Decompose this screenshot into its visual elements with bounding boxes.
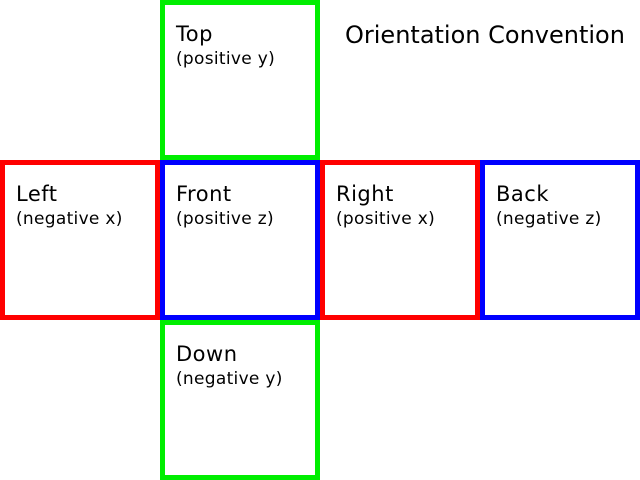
- face-down: Down (negative y): [160, 320, 320, 480]
- diagram-title: Orientation Convention: [345, 21, 625, 49]
- face-back-axis: (negative z): [496, 209, 602, 229]
- face-top-name: Top: [176, 22, 213, 46]
- face-top: Top (positive y): [160, 0, 320, 160]
- face-front-axis: (positive z): [176, 209, 274, 229]
- face-front: Front (positive z): [160, 160, 320, 320]
- face-right: Right (positive x): [320, 160, 480, 320]
- face-left: Left (negative x): [0, 160, 160, 320]
- face-back: Back (negative z): [480, 160, 640, 320]
- face-right-axis: (positive x): [336, 209, 436, 229]
- face-left-name: Left: [16, 182, 58, 206]
- face-left-axis: (negative x): [16, 209, 123, 229]
- face-down-axis: (negative y): [176, 369, 283, 389]
- face-front-name: Front: [176, 182, 232, 206]
- face-back-name: Back: [496, 182, 549, 206]
- face-right-name: Right: [336, 182, 394, 206]
- face-top-axis: (positive y): [176, 49, 276, 69]
- face-down-name: Down: [176, 342, 238, 366]
